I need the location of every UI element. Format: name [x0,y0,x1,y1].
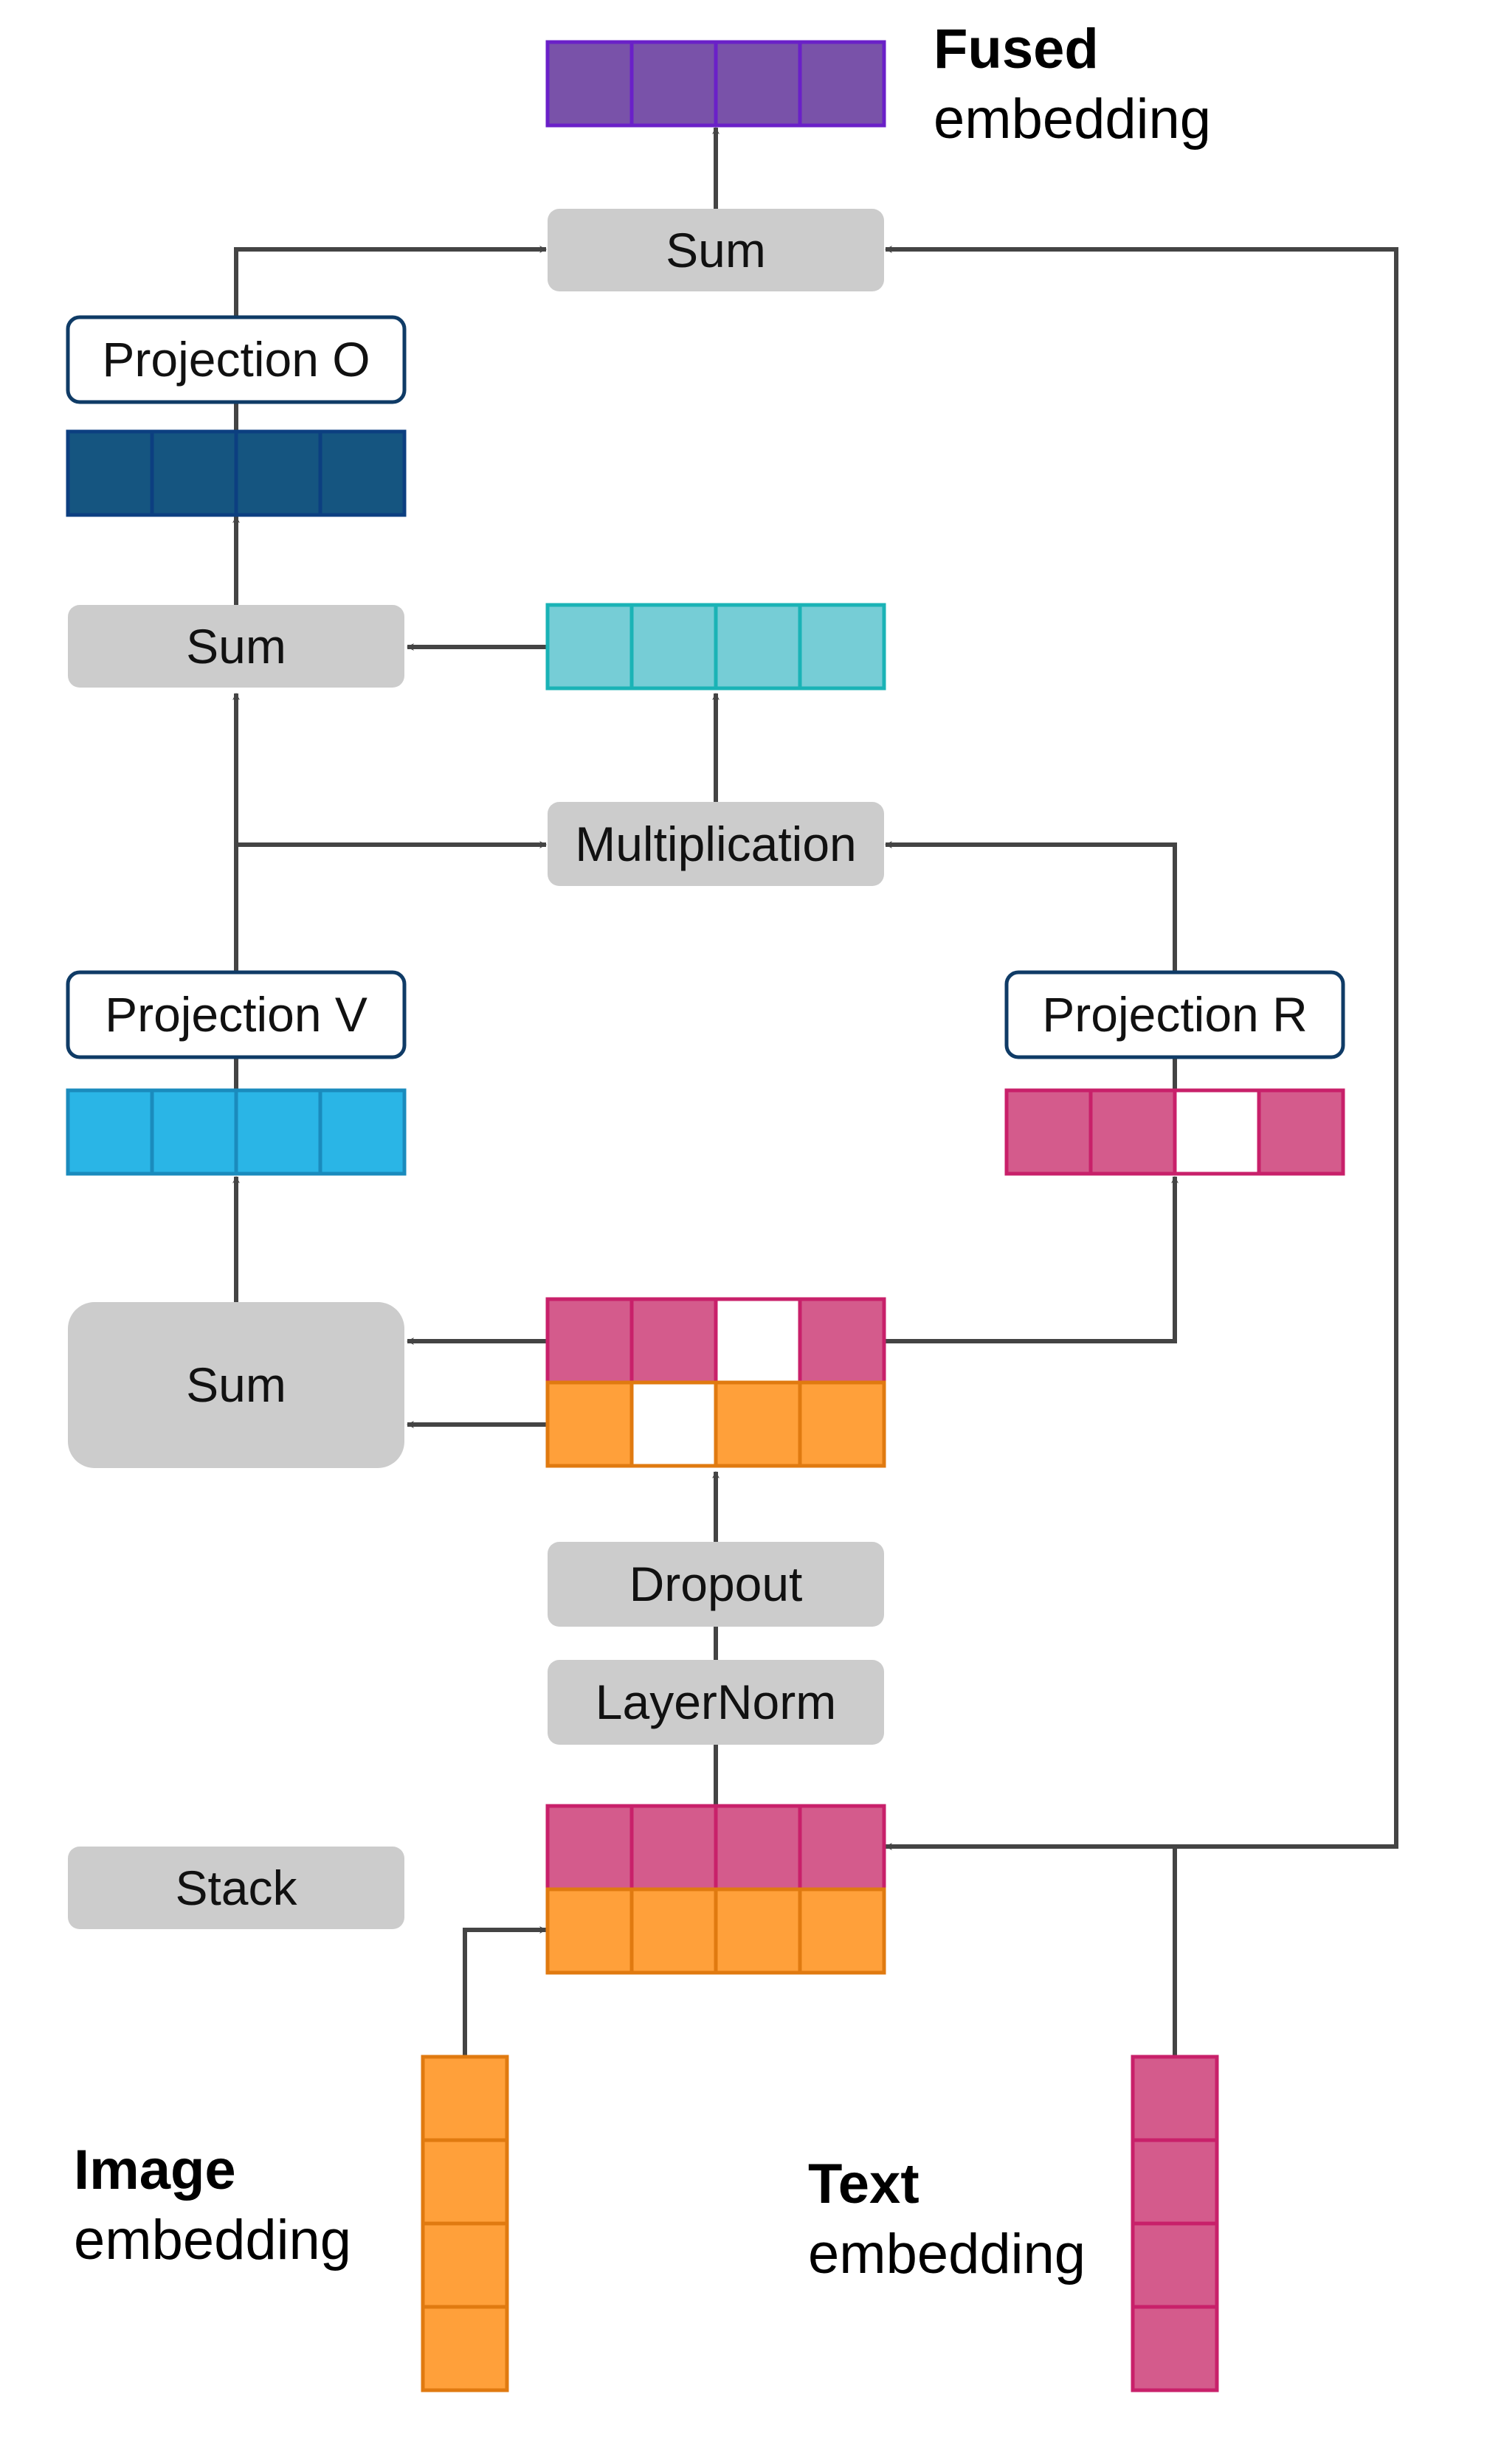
image-caption-bold: Image [74,2139,236,2201]
projection-v-label: Projection V [105,987,368,1042]
image-caption-normal: embedding [74,2209,351,2271]
fused-cell-3 [714,40,802,128]
image-cell-1 [421,2055,509,2142]
dropped-image-cell-4 [798,1380,886,1468]
stack-node: Stack [68,1847,404,1929]
edges [232,127,1398,2057]
fused-cell-2 [629,40,718,128]
projection-o-label: Projection O [102,332,370,387]
projection-r-cell-3-masked [1173,1088,1261,1176]
image-cell-3 [421,2221,509,2309]
sum-low-label: Sum [186,1357,286,1412]
text-embedding-vector [1131,2055,1219,2392]
product-cell-2 [629,603,718,691]
dropped-image-cell-2-masked [629,1380,718,1468]
image-cell-4 [421,2305,509,2392]
stacked-image-cell-1 [545,1887,634,1975]
sum-top-node: Sum [548,209,884,291]
fused-cell-1 [545,40,634,128]
image-embedding-caption: Image embedding [74,2139,351,2271]
layernorm-node: LayerNorm [548,1660,884,1745]
dropped-image-cell-1 [545,1380,634,1468]
dropped-image-cell-3 [714,1380,802,1468]
projection-r-label: Projection R [1042,987,1308,1042]
edge-text-bypass-to-sum [885,246,1398,1849]
projection-o-cell-4 [318,429,407,517]
fused-cell-4 [798,40,886,128]
projection-r-node: Projection R [1004,970,1345,1059]
projection-o-cell-3 [234,429,322,517]
stacked-image-cell-2 [629,1887,718,1975]
stacked-image-cell-3 [714,1887,802,1975]
edge-image-to-stack [463,1926,547,2057]
edge-projection-o-to-sum [234,246,547,317]
image-embedding-vector [421,2055,509,2392]
stacked-image-cell-4 [798,1887,886,1975]
projection-r-cell-1 [1004,1088,1093,1176]
projection-v-cell-3 [234,1088,322,1176]
fused-caption-bold: Fused [934,18,1099,80]
text-embedding-caption: Text embedding [808,2153,1086,2285]
product-vector [545,603,886,691]
fused-embedding-vector [545,40,886,128]
stacked-text-cell-3 [714,1804,802,1892]
fused-caption-normal: embedding [934,88,1211,150]
stacked-embeddings-vector [545,1804,886,1975]
edge-text-to-stack [885,1843,1177,2057]
stack-label: Stack [175,1861,297,1915]
projection-v-output-vector [66,1088,407,1176]
fused-embedding-caption: Fused embedding [934,18,1211,150]
dropped-text-cell-2 [629,1297,718,1385]
sum-low-node: Sum [68,1302,404,1468]
projection-o-node: Projection O [66,315,407,404]
projection-v-cell-2 [150,1088,238,1176]
dropout-label: Dropout [629,1557,803,1611]
projection-v-cell-4 [318,1088,407,1176]
projection-r-output-vector [1004,1088,1345,1176]
product-cell-4 [798,603,886,691]
projection-o-cell-2 [150,429,238,517]
text-caption-bold: Text [808,2153,919,2215]
dropped-stack-vector [545,1297,886,1468]
product-cell-1 [545,603,634,691]
edge-dropped-text-to-projection-r [884,1176,1179,1343]
image-cell-2 [421,2138,509,2226]
product-cell-3 [714,603,802,691]
projection-r-cell-2 [1088,1088,1177,1176]
edge-projection-r-to-multiplication [885,841,1177,972]
text-cell-2 [1131,2138,1219,2226]
layernorm-label: LayerNorm [596,1675,836,1729]
dropout-node: Dropout [548,1542,884,1627]
text-caption-normal: embedding [808,2223,1086,2285]
stacked-text-cell-1 [545,1804,634,1892]
projection-v-node: Projection V [66,970,407,1059]
projection-v-cell-1 [66,1088,154,1176]
projection-r-cell-4 [1257,1088,1345,1176]
multiplication-node: Multiplication [548,802,884,886]
sum-mid-label: Sum [186,619,286,674]
stacked-text-cell-4 [798,1804,886,1892]
sum-mid-node: Sum [68,605,404,688]
text-cell-1 [1131,2055,1219,2142]
projection-o-cell-1 [66,429,154,517]
dropped-text-cell-1 [545,1297,634,1385]
sum-top-label: Sum [666,223,766,277]
dropped-text-cell-4 [798,1297,886,1385]
text-cell-4 [1131,2305,1219,2392]
text-cell-3 [1131,2221,1219,2309]
multiplication-label: Multiplication [575,817,857,871]
stacked-text-cell-2 [629,1804,718,1892]
projection-o-output-vector [66,429,407,517]
dropped-text-cell-3-masked [714,1297,802,1385]
